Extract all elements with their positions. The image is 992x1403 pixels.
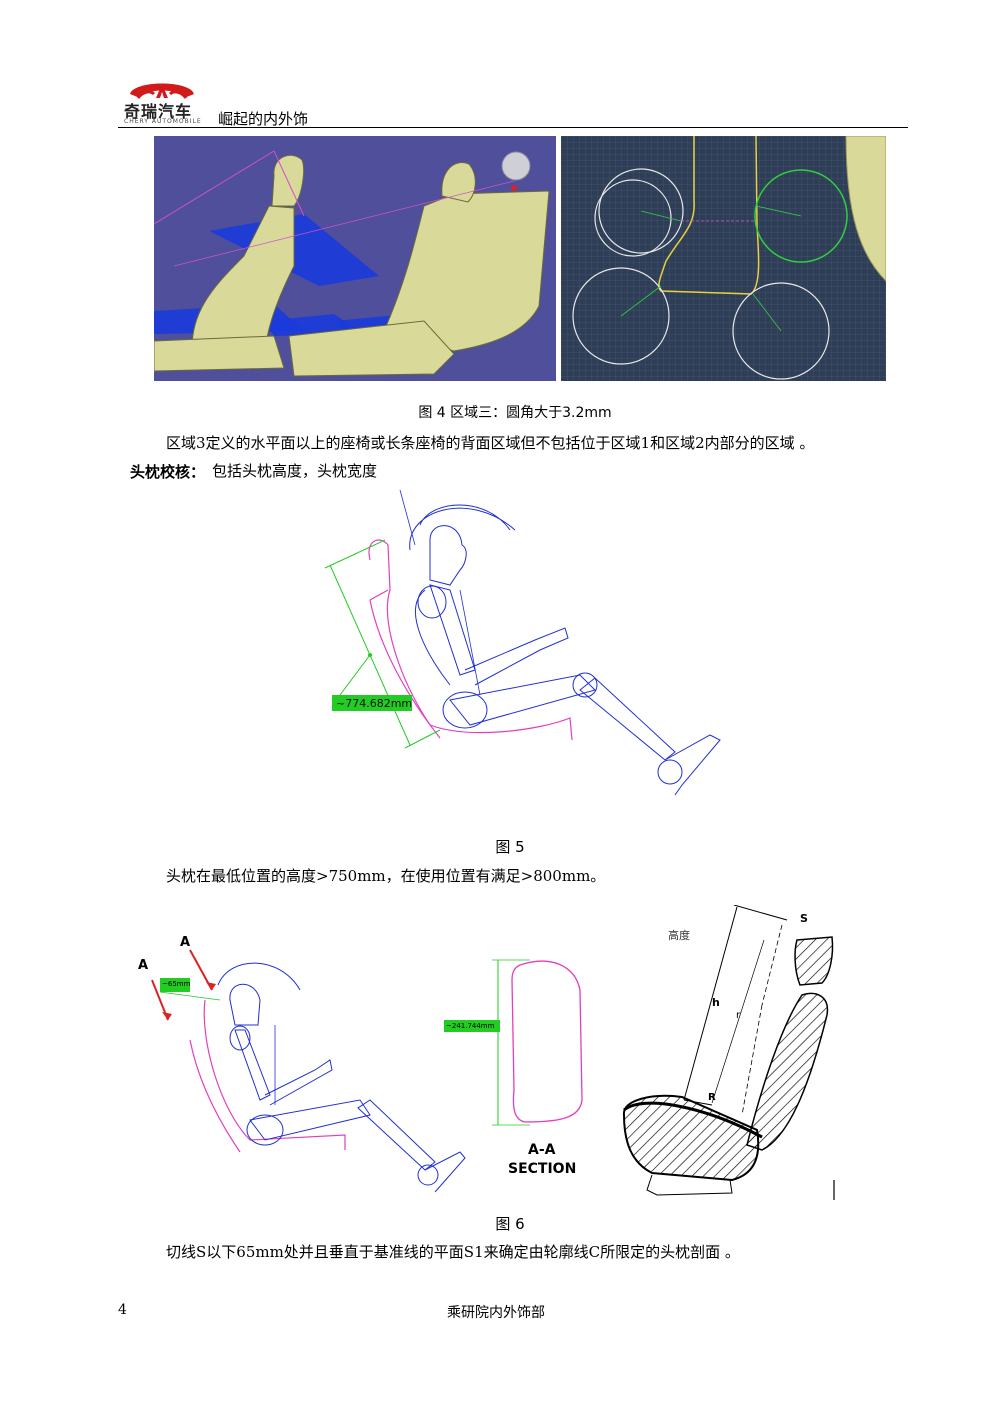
figure6-right-title: 高度 (668, 929, 690, 942)
figure6-right-label-h: h (712, 996, 720, 1009)
figure6-headrest-section-profile (444, 959, 583, 1126)
figure6-section-title-line2: SECTION (508, 1161, 577, 1177)
figure4-seat-cad-render (154, 136, 556, 381)
brand-name-cn: 奇瑞汽车 (124, 102, 193, 121)
figure6-mid-measure-label: ~241.744mm (446, 1022, 495, 1030)
figure6-height-schematic (622, 905, 835, 1200)
figure5-measure-label: ~774.682mm (336, 697, 413, 710)
paragraph-headrest-section-definition: 切线S以下65mm处并且垂直于基准线的平面S1来确定由轮廓线C所限定的头枕剖面 … (166, 1243, 740, 1261)
paragraph-headrest-scope: 包括头枕高度，头枕宽度 (212, 462, 378, 480)
figure6-right-label-r-small: r (736, 1010, 741, 1021)
figure6-right-label-r: R (708, 1092, 716, 1103)
figure6-arrow-label-a1: A (180, 935, 191, 950)
chery-logo (130, 83, 194, 99)
figure6-left-measure-label: ~65mm (162, 980, 191, 988)
footer-department: 乘研院内外饰部 (447, 1305, 545, 1321)
figure5-headrest-height-diagram (324, 490, 721, 796)
figure4-caption: 图 4 区域三：圆角大于3.2mm (418, 405, 612, 421)
figure5-caption: 图 5 (495, 838, 525, 856)
page-number: 4 (118, 1302, 127, 1318)
figure6-section-title-line1: A-A (528, 1142, 556, 1158)
header-rule (118, 127, 908, 128)
document-title: 崛起的内外饰 (218, 110, 309, 128)
figure6-arrow-label-a2: A (138, 958, 149, 973)
paragraph-zone3-definition: 区域3定义的水平面以上的座椅或长条座椅的背面区域但不包括位于区域1和区域2内部分… (166, 434, 815, 452)
figure6-caption: 图 6 (495, 1215, 525, 1233)
paragraph-headrest-height-requirement: 头枕在最低位置的高度>750mm，在使用位置有满足>800mm。 (166, 867, 606, 885)
figure4-fillet-radius-check (561, 136, 886, 381)
section-label-headrest-check: 头枕校核： (130, 463, 206, 481)
brand-name-en: CHERY AUTOMOBILE (124, 118, 202, 125)
figure6-right-label-s: S (800, 912, 808, 925)
figure6-mannequin-section-a (151, 949, 466, 1193)
